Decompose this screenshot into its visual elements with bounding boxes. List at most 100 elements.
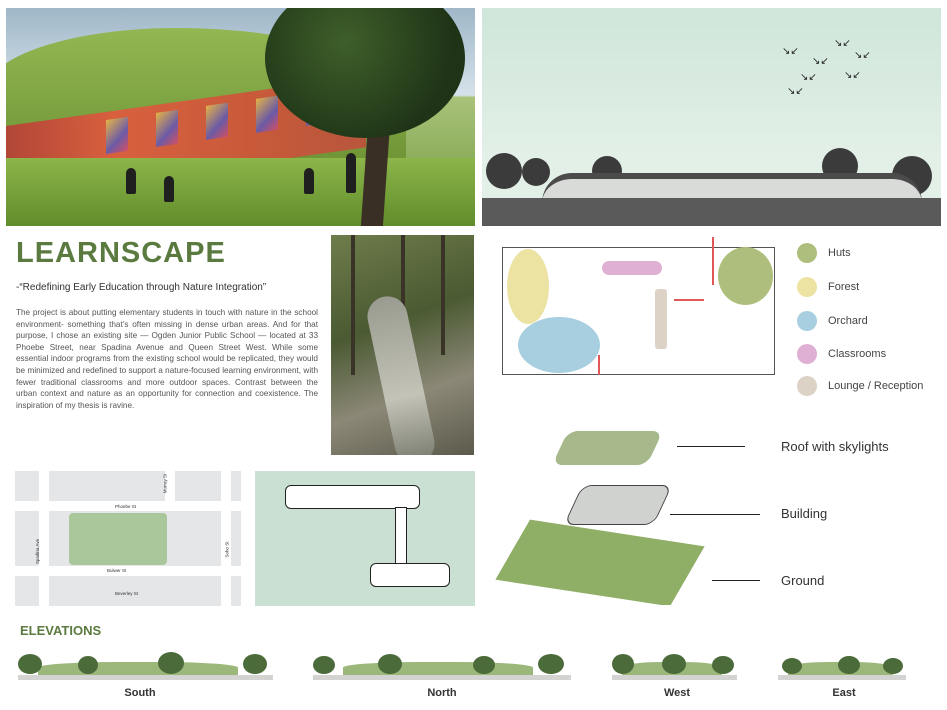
legend-swatch xyxy=(797,311,817,331)
elevation-ground xyxy=(313,675,571,680)
facade-window xyxy=(156,109,178,147)
ravine-tree xyxy=(351,235,355,375)
elevation-tree xyxy=(18,654,42,674)
lounge-zone xyxy=(655,289,667,349)
bird-icon: ↘↙ xyxy=(782,46,799,57)
exploded-axonometric xyxy=(495,425,705,605)
elevation-tree xyxy=(473,656,495,674)
elevation-east xyxy=(778,648,906,680)
forest-zone xyxy=(507,249,549,324)
entry-arrow xyxy=(674,299,704,301)
elevation-ground xyxy=(778,675,906,680)
elevation-ground xyxy=(18,675,273,680)
elevation-mound xyxy=(38,662,238,676)
child-figure xyxy=(164,176,174,202)
facade-window xyxy=(106,116,128,154)
bird-icon: ↘↙ xyxy=(812,56,829,67)
plan-wing-south xyxy=(370,563,450,587)
plan-wing-north xyxy=(285,485,420,509)
child-figure xyxy=(346,153,356,193)
zoning-plan xyxy=(502,237,775,375)
axo-label-roof: Roof with skylights xyxy=(781,439,889,454)
facade-window xyxy=(206,102,228,140)
axo-label-ground: Ground xyxy=(781,573,825,588)
legend-swatch xyxy=(797,344,817,364)
elevation-label-south: South xyxy=(124,687,156,699)
bird-icon: ↘↙ xyxy=(834,38,851,49)
entry-arrow xyxy=(598,355,600,375)
ground-layer xyxy=(495,519,705,605)
ravine-tree xyxy=(401,235,405,325)
elevation-south xyxy=(18,648,273,680)
orchard-zone xyxy=(518,317,600,373)
section-tree xyxy=(486,153,522,189)
child-figure xyxy=(126,168,136,194)
legend-swatch xyxy=(797,376,817,396)
axo-label-building: Building xyxy=(781,506,828,521)
elevation-tree xyxy=(538,654,564,674)
exterior-render-image xyxy=(6,8,475,226)
legend-swatch xyxy=(797,243,817,263)
street-label: Phoebe St xyxy=(115,504,137,509)
bird-icon: ↘↙ xyxy=(854,50,871,61)
legend-label: Huts xyxy=(828,247,851,259)
legend-swatch xyxy=(797,277,817,297)
facade-window xyxy=(256,95,278,133)
street-label: Beverley St xyxy=(115,591,139,596)
project-subtitle: -“Redefining Early Education through Nat… xyxy=(16,282,267,293)
project-title: LEARNSCAPE xyxy=(16,237,226,269)
site-parcel xyxy=(69,513,167,565)
street-label: Soho St xyxy=(224,541,230,558)
street xyxy=(15,566,241,576)
elevation-mound xyxy=(343,662,533,676)
street xyxy=(15,501,241,511)
bird-icon: ↘↙ xyxy=(787,86,804,97)
site-plan-map: Phoebe St Beverley St Spadina Ave Soho S… xyxy=(15,471,241,606)
project-description: The project is about putting elementary … xyxy=(16,308,318,410)
elevation-west xyxy=(612,648,737,680)
elevation-tree xyxy=(883,658,903,674)
elevation-label-north: North xyxy=(427,687,457,699)
section-ground xyxy=(482,198,941,226)
elevation-tree xyxy=(243,654,267,674)
leader-line xyxy=(670,514,760,515)
elevation-tree xyxy=(313,656,335,674)
elevation-tree xyxy=(838,656,860,674)
huts-zone xyxy=(718,247,773,305)
elevation-ground xyxy=(612,675,737,680)
classrooms-zone xyxy=(602,261,662,275)
street xyxy=(39,471,49,606)
tree-canopy xyxy=(265,8,465,138)
legend-label: Classrooms xyxy=(828,348,887,360)
legend-label: Lounge / Reception xyxy=(828,380,924,392)
street xyxy=(221,471,231,606)
ravine-photo xyxy=(331,235,474,455)
elevation-tree xyxy=(712,656,734,674)
leader-line xyxy=(677,446,745,447)
section-drawing: ↘↙ ↘↙ ↘↙ ↘↙ ↘↙ ↘↙ ↘↙ xyxy=(482,8,941,226)
floor-plan-green xyxy=(255,471,475,606)
lawn xyxy=(6,158,475,226)
ravine-tree xyxy=(441,235,445,355)
legend-label: Forest xyxy=(828,281,860,293)
section-tree xyxy=(522,158,550,186)
child-figure xyxy=(304,168,314,194)
elevation-tree xyxy=(158,652,184,674)
street-label: Bulwer St xyxy=(107,568,127,573)
elevation-tree xyxy=(78,656,98,674)
elevation-label-west: West xyxy=(663,687,691,699)
elevation-label-east: East xyxy=(832,687,856,699)
elevation-tree xyxy=(662,654,686,674)
elevation-tree xyxy=(782,658,802,674)
street-label: Spadina Ave xyxy=(35,538,41,565)
street xyxy=(165,471,175,501)
street-label: Murray St xyxy=(162,473,168,494)
bird-icon: ↘↙ xyxy=(800,72,817,83)
bird-icon: ↘↙ xyxy=(844,70,861,81)
elevation-tree xyxy=(612,654,634,674)
elevation-tree xyxy=(378,654,402,674)
ravine-stream xyxy=(363,292,439,455)
entry-arrow xyxy=(712,237,714,285)
leader-line xyxy=(712,580,760,581)
legend-label: Orchard xyxy=(828,315,868,327)
